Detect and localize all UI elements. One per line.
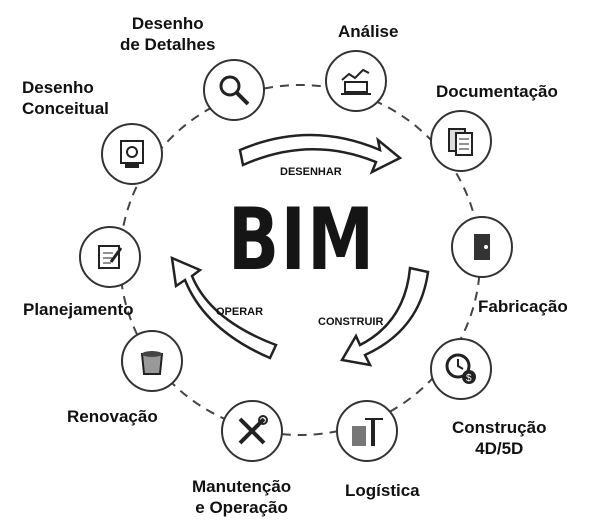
paint-bucket-icon: [121, 330, 183, 392]
stage-label-logistics: Logística: [345, 481, 420, 500]
stage-label-analysis: Análise: [338, 22, 399, 41]
design-arrow: [238, 133, 403, 175]
stage-label-planning: Planejamento: [23, 300, 134, 319]
operate-label: OPERAR: [216, 306, 264, 318]
build-arrow: [340, 266, 430, 367]
clock-cost-icon: $: [430, 338, 492, 400]
svg-text:$: $: [466, 373, 472, 384]
tools-icon: [221, 400, 283, 462]
stage-label-documentation: Documentação: [436, 82, 558, 101]
door-icon: [451, 216, 513, 278]
design-label: DESENHAR: [280, 166, 342, 178]
blueprint-icon: [101, 123, 163, 185]
notepad-icon: [79, 226, 141, 288]
stage-label-renovation: Renovação: [67, 407, 158, 426]
build-label: CONSTRUIR: [318, 316, 384, 328]
construction-site-icon: [336, 400, 398, 462]
operate-arrow: [170, 255, 278, 360]
stage-label-fabrication: Fabricação: [478, 297, 568, 316]
bim-title: BIM: [228, 190, 376, 290]
magnifier-icon: [203, 59, 265, 121]
analytics-laptop-icon: [325, 50, 387, 112]
documents-icon: [430, 110, 492, 172]
